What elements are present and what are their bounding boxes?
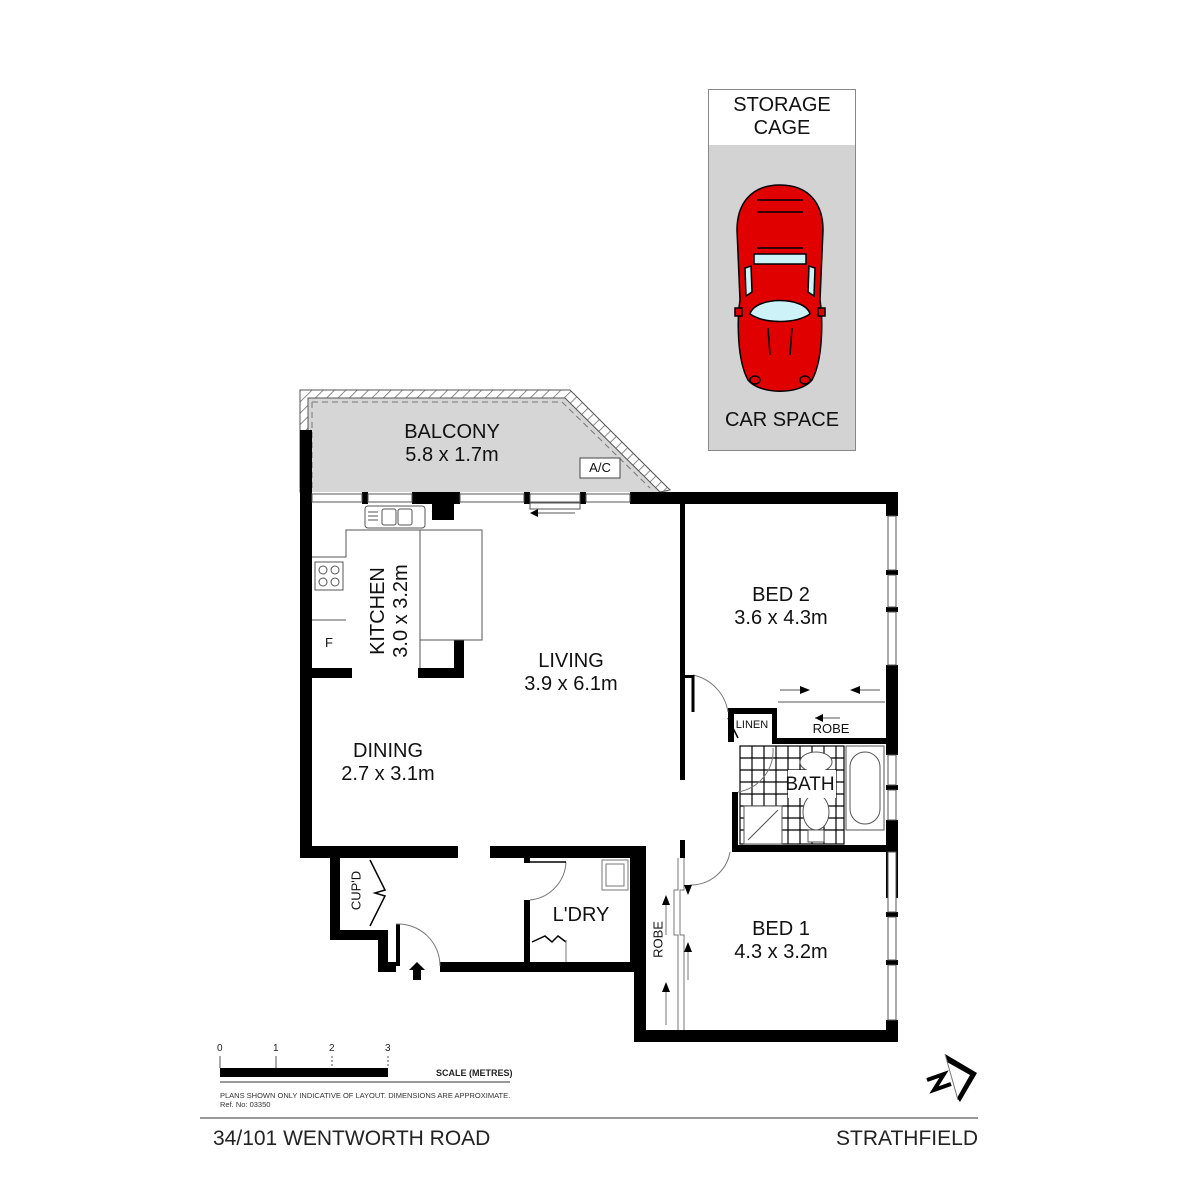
- car-space-label: CAR SPACE: [724, 409, 840, 431]
- laundry-label: L'DRY: [552, 904, 610, 926]
- living-label: LIVING 3.9 x 6.1m: [524, 650, 618, 695]
- cupboard-label: CUP'D: [348, 870, 364, 911]
- scale-tick-2: 2: [329, 1043, 335, 1054]
- scale-tick-1: 1: [273, 1043, 279, 1054]
- dining-label: DINING 2.7 x 3.1m: [341, 740, 435, 785]
- bed1-label: BED 1 4.3 x 3.2m: [734, 918, 828, 963]
- linen-label: LINEN: [735, 719, 769, 731]
- scale-tick-3: 3: [385, 1043, 391, 1054]
- ac-unit: [579, 457, 621, 479]
- robe-bed1-label: ROBE: [650, 921, 666, 958]
- storage-cage-label: STORAGE CAGE: [733, 94, 831, 139]
- suburb: STRATHFIELD: [836, 1127, 978, 1150]
- scale-label: SCALE (METRES): [436, 1068, 513, 1078]
- storage-cage: STORAGE CAGE: [708, 89, 856, 147]
- balcony-label: BALCONY 5.8 x 1.7m: [404, 421, 500, 466]
- kitchen-label: KITCHEN 3.0 x 3.2m: [367, 564, 412, 658]
- address: 34/101 WENTWORTH ROAD: [213, 1127, 491, 1150]
- bath-label: BATH: [785, 774, 835, 795]
- ac-label: A/C: [589, 460, 611, 475]
- disclaimer: PLANS SHOWN ONLY INDICATIVE OF LAYOUT. D…: [220, 1091, 511, 1100]
- scale-tick-0: 0: [217, 1043, 223, 1054]
- robe-bed2-label: ROBE: [812, 721, 850, 736]
- reference-number: Ref. No: 03350: [220, 1100, 271, 1109]
- bed2-label: BED 2 3.6 x 4.3m: [734, 584, 828, 629]
- fridge-label: F: [325, 635, 333, 650]
